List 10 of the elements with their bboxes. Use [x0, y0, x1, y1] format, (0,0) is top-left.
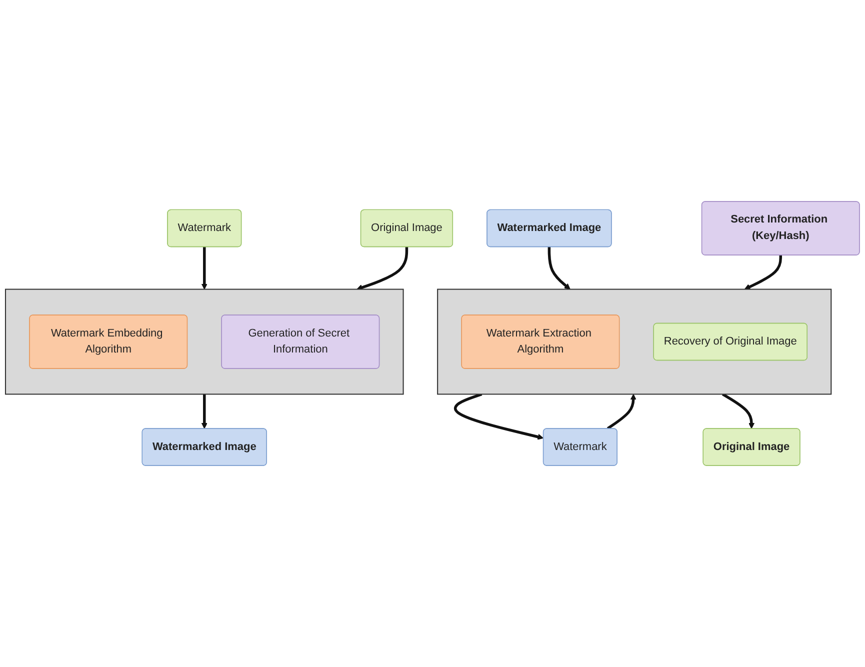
arrow: [722, 393, 755, 429]
arrow: [201, 394, 208, 429]
arrow: [606, 394, 636, 430]
arrow: [356, 246, 408, 290]
arrow: [454, 392, 544, 440]
arrow: [744, 254, 782, 290]
arrow: [548, 246, 570, 290]
cluster: [437, 288, 832, 395]
arrow: [201, 246, 208, 290]
cluster: [4, 288, 404, 395]
